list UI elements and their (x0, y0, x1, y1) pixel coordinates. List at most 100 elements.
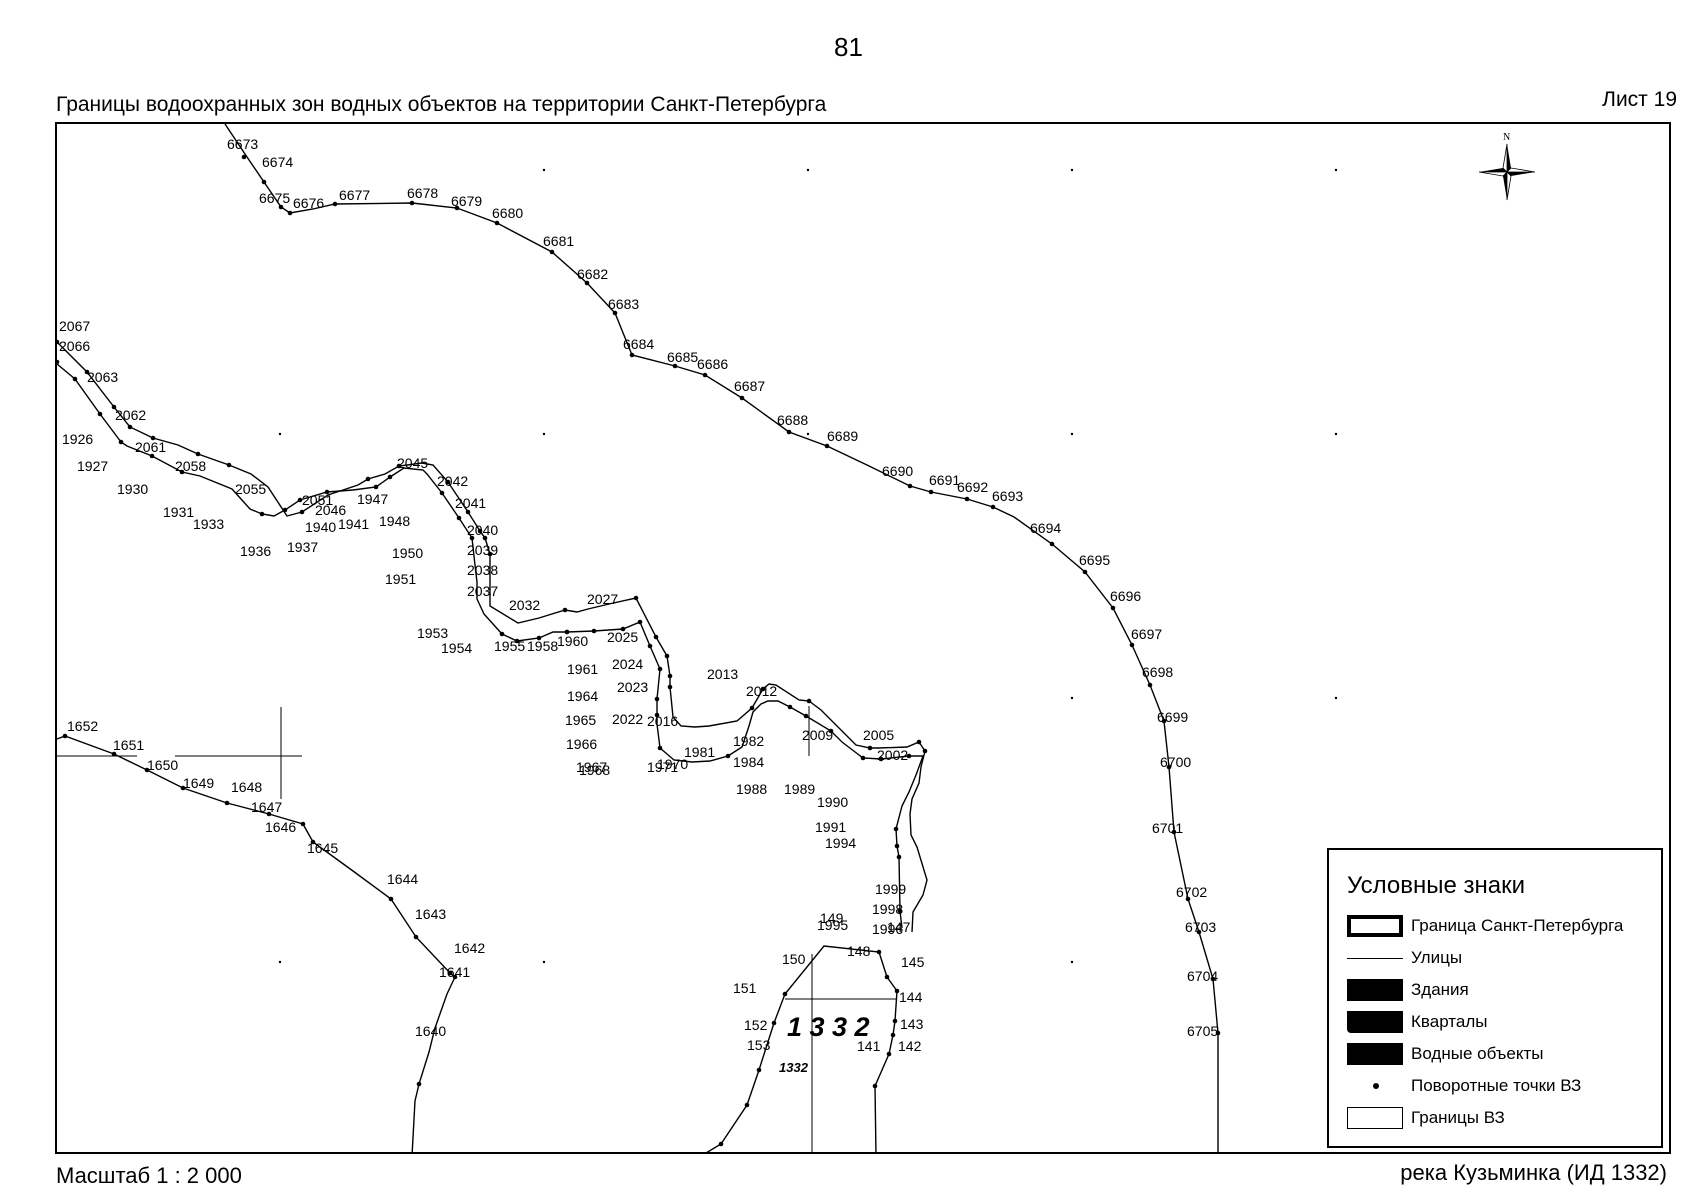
turning-point-marker (180, 785, 186, 791)
point-label: 1651 (113, 737, 144, 753)
legend-item-spb-boundary: Граница Санкт-Петербурга (1347, 915, 1657, 939)
point-label: 6682 (577, 266, 608, 282)
turning-point-marker (1196, 929, 1202, 935)
legend-item-quarters: Кварталы (1347, 1011, 1657, 1035)
point-label: 2005 (863, 727, 894, 743)
point-label: 144 (899, 989, 923, 1005)
turning-point-marker (332, 201, 338, 207)
turning-point-marker (72, 376, 78, 382)
point-label: 1640 (415, 1023, 446, 1039)
turning-point-marker (300, 821, 306, 827)
boundary-line-6673-6705 (224, 124, 1219, 1152)
point-label: 1652 (67, 718, 98, 734)
turning-point-marker (922, 748, 928, 754)
turning-point-marker (1110, 605, 1116, 611)
point-label: 6700 (1160, 754, 1191, 770)
turning-point-marker (266, 811, 272, 817)
turning-point-marker (964, 496, 970, 502)
quarters-symbol (1347, 1011, 1403, 1033)
point-label: 2058 (175, 458, 206, 474)
point-label: 6698 (1142, 664, 1173, 680)
point-label: 1948 (379, 513, 410, 529)
turning-point-marker (387, 474, 393, 480)
turning-point-marker (756, 1067, 762, 1073)
turning-point-marker (653, 634, 659, 640)
turning-point-marker (454, 205, 460, 211)
point-label: 2055 (235, 481, 266, 497)
turning-point-marker (654, 712, 660, 718)
point-label: 2067 (59, 318, 90, 334)
turning-point-marker (916, 739, 922, 745)
point-label: 151 (733, 980, 757, 996)
point-label: 1984 (733, 754, 764, 770)
turning-point-marker (299, 509, 305, 515)
point-label: 149 (820, 910, 844, 926)
turning-point-marker (654, 696, 660, 702)
turning-point-marker (452, 974, 458, 980)
turning-point-marker (84, 369, 90, 375)
point-label: 6703 (1185, 919, 1216, 935)
turning-point-marker (477, 528, 483, 534)
point-label: 1933 (193, 516, 224, 532)
turning-point-marker (584, 280, 590, 286)
boundary-line-inner (57, 363, 925, 929)
turning-point-marker (878, 756, 884, 762)
turning-point-marker (413, 934, 419, 940)
point-label: 6690 (882, 463, 913, 479)
boundary-line-1652-1640 (57, 735, 456, 1152)
point-label: 2046 (315, 502, 346, 518)
point-label: 6697 (1131, 626, 1162, 642)
turning-point-marker (1049, 541, 1055, 547)
legend-item-turning-points: Поворотные точки ВЗ (1347, 1075, 1657, 1099)
point-label: 143 (900, 1016, 924, 1032)
turning-point-marker (637, 619, 643, 625)
turning-point-marker (111, 751, 117, 757)
point-label: 2022 (612, 711, 643, 727)
turning-point-marker (111, 404, 117, 410)
turning-point-marker (1185, 896, 1191, 902)
turning-point-marker (771, 1020, 777, 1026)
vz-boundaries-symbol (1347, 1107, 1403, 1129)
point-label: 1947 (357, 491, 388, 507)
turning-point-marker (469, 535, 475, 541)
point-label: 2066 (59, 338, 90, 354)
point-label: 1940 (305, 519, 336, 535)
spb-boundary-symbol (1347, 915, 1403, 937)
turning-point-marker (564, 629, 570, 635)
point-label: 1982 (733, 733, 764, 749)
turning-point-marker (127, 424, 133, 430)
point-label: 150 (782, 951, 806, 967)
north-arrow-icon: N (1478, 132, 1536, 201)
point-label: 145 (901, 954, 925, 970)
turning-point-marker (906, 753, 912, 759)
turning-point-marker (324, 489, 330, 495)
turning-point-marker (447, 970, 453, 976)
point-label: 6673 (227, 136, 258, 152)
point-label: 6677 (339, 187, 370, 203)
turning-point-marker (886, 1051, 892, 1057)
turning-point-marker (612, 310, 618, 316)
point-label: 1958 (527, 638, 558, 654)
point-label: 6684 (623, 336, 654, 352)
turning-point-marker (718, 1141, 724, 1147)
point-label: 147 (887, 919, 911, 935)
turning-point-marker (482, 535, 488, 541)
point-label: 2012 (746, 683, 777, 699)
turning-point-marker (806, 698, 812, 704)
point-label: 1991 (815, 819, 846, 835)
turning-point-marker (287, 210, 293, 216)
point-label: 1988 (736, 781, 767, 797)
legend: Условные знаки Граница Санкт-Петербурга … (1327, 848, 1663, 1148)
turning-point-marker (664, 653, 670, 659)
point-label: 1966 (566, 736, 597, 752)
point-label: 6702 (1176, 884, 1207, 900)
scale-label: Масштаб 1 : 2 000 (56, 1163, 242, 1188)
turning-point-marker (633, 595, 639, 601)
turning-point-marker (118, 439, 124, 445)
point-label: 1989 (784, 781, 815, 797)
turning-point-marker (144, 767, 150, 773)
point-label: 1971 (647, 759, 678, 775)
turning-point-marker (702, 372, 708, 378)
point-label: 1955 (494, 638, 525, 654)
